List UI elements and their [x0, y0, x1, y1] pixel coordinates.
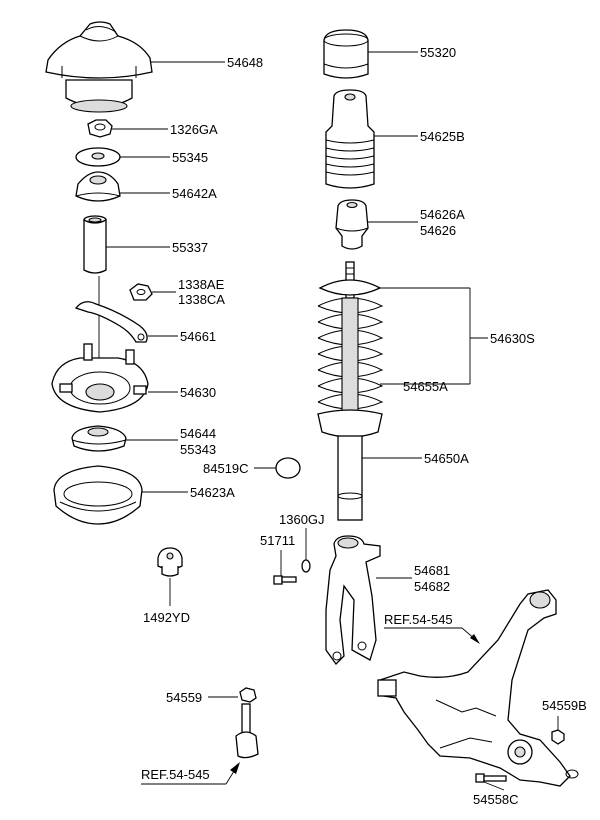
label-1492YD: 1492YD — [143, 610, 190, 625]
part-54644-bearing — [71, 425, 127, 452]
label-1360GJ: 1360GJ — [279, 512, 325, 527]
label-54623A: 54623A — [190, 485, 235, 500]
part-1326GA-nut — [87, 119, 113, 138]
label-54682: 54682 — [414, 579, 450, 594]
part-54648-mount-cap — [45, 21, 153, 113]
label-54681: 54681 — [414, 563, 450, 578]
part-54559-ball-joint-stud — [235, 687, 259, 759]
label-54630: 54630 — [180, 385, 216, 400]
part-54630-spring-seat — [51, 343, 149, 413]
part-54559B-nut — [551, 729, 565, 745]
part-55320-dust-cap — [323, 29, 369, 79]
label-51711: 51711 — [260, 533, 295, 548]
label-55343: 55343 — [180, 442, 216, 457]
part-54630S-strut-assembly — [317, 261, 384, 521]
part-55345-washer — [75, 147, 121, 167]
label-54661: 54661 — [180, 329, 216, 344]
label-1338AE: 1338AE — [178, 277, 225, 292]
label-54626: 54626 — [420, 223, 456, 238]
part-54661-bracket — [74, 301, 148, 343]
label-54648: 54648 — [227, 55, 263, 70]
part-1338AE-nut — [129, 283, 153, 301]
part-54681-knuckle — [325, 535, 381, 666]
part-lower-control-arm — [377, 589, 579, 787]
label-84519C: 84519C — [203, 461, 249, 476]
label-55337: 55337 — [172, 240, 208, 255]
label-54559: 54559 — [166, 690, 202, 705]
label-54626A: 54626A — [420, 207, 465, 222]
label-54630S: 54630S — [490, 331, 535, 346]
part-84519C-cap — [275, 457, 301, 479]
label-54558C: 54558C — [473, 792, 519, 807]
part-55337-tube — [83, 215, 107, 274]
label-55320: 55320 — [420, 45, 456, 60]
label-1326GA: 1326GA — [170, 122, 218, 137]
part-1492YD-bolt — [157, 547, 183, 577]
part-1360GJ-washer — [301, 559, 311, 573]
label-54559B: 54559B — [542, 698, 587, 713]
label-54642A: 54642A — [172, 186, 217, 201]
label-54625B: 54625B — [420, 129, 465, 144]
part-54623A-insulator — [53, 465, 143, 525]
label-1338CA: 1338CA — [178, 292, 225, 307]
label-ref-54-545-upper: REF.54-545 — [384, 612, 453, 627]
label-54650A: 54650A — [424, 451, 469, 466]
label-54655A: 54655A — [403, 379, 448, 394]
part-51711-bolt — [273, 575, 297, 585]
label-ref-54-545-lower: REF.54-545 — [141, 767, 210, 782]
part-54642A-bushing — [75, 171, 121, 202]
label-54644: 54644 — [180, 426, 216, 441]
part-54558C-bolt — [475, 773, 507, 783]
part-54626A-bump-stop — [335, 199, 369, 250]
part-54625B-dust-boot — [325, 89, 375, 189]
label-55345: 55345 — [172, 150, 208, 165]
